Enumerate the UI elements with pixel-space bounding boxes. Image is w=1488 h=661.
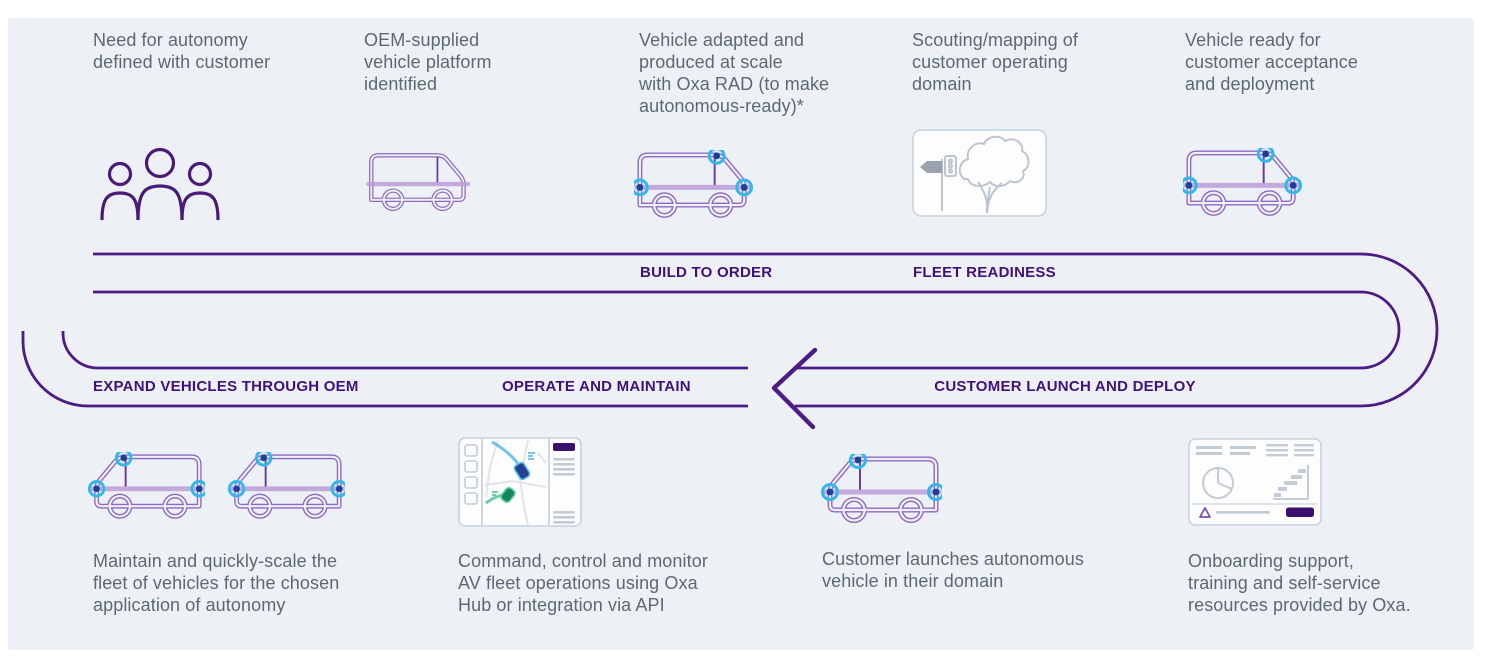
- track-label-fleet-readiness: FLEET READINESS: [913, 264, 1056, 281]
- track-label-customer-launch: CUSTOMER LAUNCH AND DEPLOY: [934, 378, 1196, 395]
- step-label-oem-platform: OEM-supplied vehicle platform identified: [364, 30, 492, 94]
- van-sensors-left-icon: [821, 454, 942, 524]
- track-label-expand-vehicles: EXPAND VEHICLES THROUGH OEM: [93, 378, 359, 395]
- oxa-hub-icon: [458, 437, 582, 527]
- van-sensors-icon: [1183, 148, 1303, 217]
- track-inner-bottom: [61, 331, 748, 370]
- left-arrowhead: [771, 347, 818, 430]
- track-outer-top: [93, 252, 1439, 408]
- step-label-vehicle-adapted: Vehicle adapted and produced at scale wi…: [639, 30, 830, 116]
- people-icon: [100, 147, 220, 220]
- van-sensors-left-icon: [87, 452, 205, 520]
- scouting-map-icon: [912, 129, 1047, 217]
- van-icon: [366, 151, 474, 212]
- step-label-onboarding-support: Onboarding support, training and self-se…: [1188, 551, 1411, 615]
- van-sensors-left-icon: [227, 452, 345, 520]
- track-outer-bottom: [21, 331, 748, 408]
- step-label-vehicle-ready: Vehicle ready for customer acceptance an…: [1185, 30, 1358, 94]
- track-label-build-to-order: BUILD TO ORDER: [640, 264, 773, 281]
- diagram-panel: [8, 18, 1474, 650]
- step-label-need-for-autonomy: Need for autonomy defined with customer: [93, 30, 271, 72]
- track-label-operate-maintain: OPERATE AND MAINTAIN: [502, 378, 691, 395]
- onboarding-docs-icon: [1188, 438, 1322, 526]
- van-sensors-icon: [634, 150, 754, 219]
- step-label-command-control: Command, control and monitor AV fleet op…: [458, 551, 708, 615]
- track-inner-top: [93, 290, 1401, 370]
- step-label-customer-launches: Customer launches autonomous vehicle in …: [822, 549, 1084, 591]
- step-label-scouting-mapping: Scouting/mapping of customer operating d…: [912, 30, 1079, 94]
- step-label-maintain-fleet: Maintain and quickly-scale the fleet of …: [93, 551, 340, 615]
